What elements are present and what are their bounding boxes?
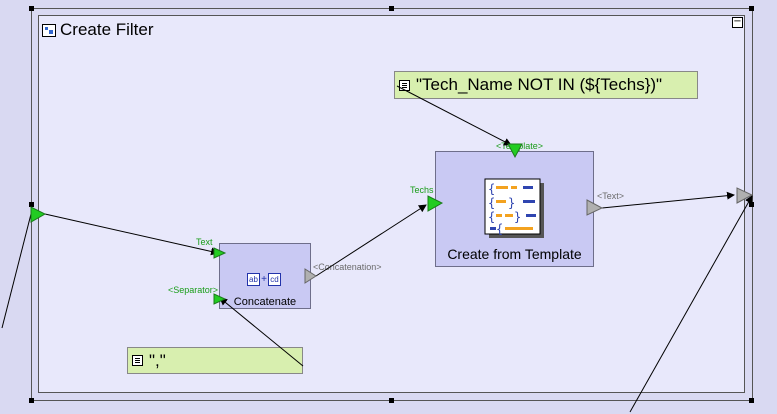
concat-plus-icon: + [261,273,267,285]
concatenate-node[interactable]: ab + cd Concatenate [219,243,311,309]
selection-handle[interactable] [749,202,754,207]
port-label-text-output: <Text> [597,191,625,201]
concat-icon-right: cd [268,272,281,286]
note-separator[interactable]: "," [127,347,303,374]
concatenate-icon: ab + cd [247,271,281,287]
port-label-concatenation: <Concatenation> [313,262,382,272]
concatenate-label: Concatenate [233,296,297,308]
port-label-template: <Template> [496,141,544,151]
collapse-button[interactable]: − [732,16,743,28]
note-template-text: "Tech_Name NOT IN (${Techs})" [416,75,663,94]
template-icon: { { } { } { [484,178,544,238]
selection-handle[interactable] [29,6,34,11]
container-title: Create Filter [42,20,154,40]
svg-text:}: } [514,210,521,224]
svg-text:{: { [488,182,495,196]
selection-handle[interactable] [389,6,394,11]
selection-handle[interactable] [389,398,394,403]
port-label-separator: <Separator> [168,285,219,295]
selection-handle[interactable] [29,398,34,403]
create-from-template-label: Create from Template [447,246,582,262]
note-separator-text: "," [149,350,166,370]
note-icon [399,79,410,91]
concat-icon-left: ab [247,272,260,286]
note-icon [132,355,143,366]
connection-line[interactable] [1,213,32,329]
note-template-expression[interactable]: "Tech_Name NOT IN (${Techs})" [394,71,698,99]
svg-text:{: { [496,222,503,236]
subprocess-icon [42,23,56,37]
port-label-text: Text [196,237,213,247]
svg-text:{: { [488,210,495,224]
selection-handle[interactable] [749,6,754,11]
selection-handle[interactable] [29,202,34,207]
svg-text:{: { [488,196,495,210]
port-label-techs: Techs [410,185,434,195]
create-from-template-node[interactable]: { { } { } { Create from Template [435,151,594,267]
svg-text:}: } [508,196,515,210]
container-title-text: Create Filter [60,20,154,39]
selection-handle[interactable] [749,398,754,403]
